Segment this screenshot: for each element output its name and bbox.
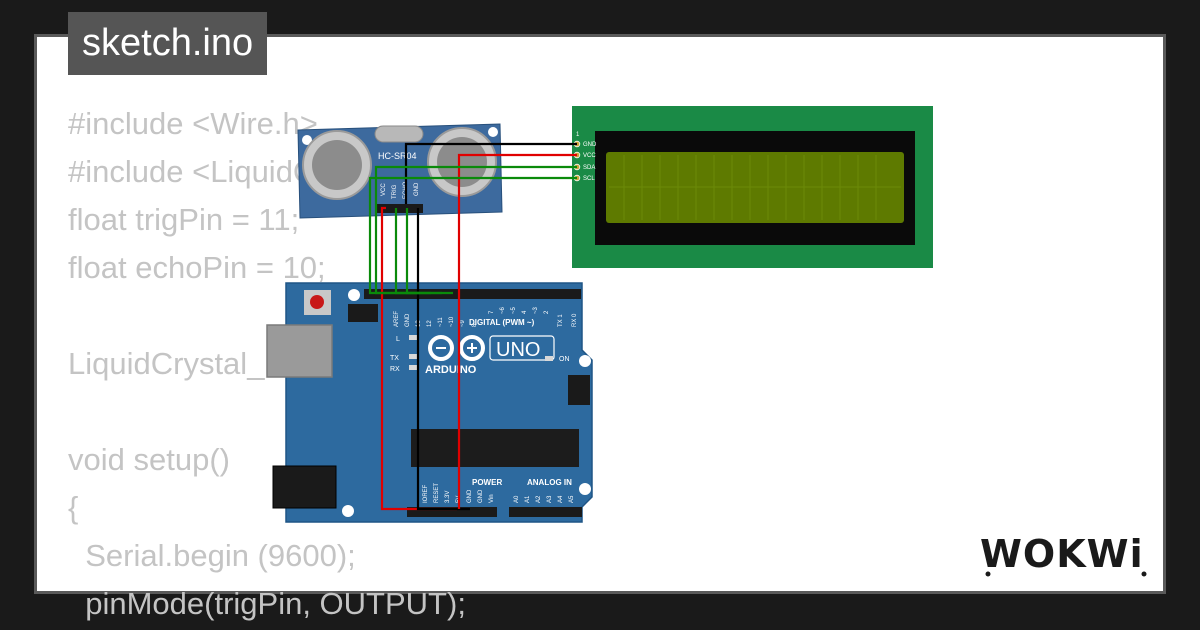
digital-pin-label: 12 <box>427 320 433 327</box>
uno-badge <box>489 335 555 361</box>
wokwi-logo-dot <box>985 571 991 577</box>
power-header[interactable] <box>407 507 497 517</box>
analog-pin-label: A0 <box>514 495 520 503</box>
power-header-label: POWER <box>472 478 502 487</box>
sensor-crystal <box>374 125 424 143</box>
ultrasonic-sensor[interactable]: HC-SR04 VCC TRIG ECHO GND <box>297 123 503 219</box>
lcd-char-grid <box>609 155 901 220</box>
sensor-transducer-right-mesh <box>437 137 487 187</box>
digital-pin-label: ~5 <box>511 306 517 314</box>
power-jack[interactable] <box>272 465 337 509</box>
infinity-logo-icon <box>428 335 485 361</box>
arduino-mounting-hole <box>342 505 354 517</box>
wokwi-logo-text: WOKWi <box>980 532 1144 576</box>
sensor-model-label: HC-SR04 <box>378 151 417 161</box>
sensor-pin-vcc-label: VCC <box>381 183 387 196</box>
icsp-header-right <box>568 375 590 405</box>
icsp-header <box>348 304 378 322</box>
atmega-chip <box>411 429 579 467</box>
power-pin-label: IOREF <box>423 484 429 503</box>
wires <box>368 142 577 511</box>
digital-header-label: DIGITAL (PWM ~) <box>469 318 535 327</box>
lcd-pin-scl-label: SCL <box>583 176 595 182</box>
on-led <box>545 356 553 361</box>
analog-header[interactable] <box>509 507 582 517</box>
sensor-pin-trig-label: TRIG <box>392 184 398 199</box>
lcd-pin-sda-label: SDA <box>583 165 595 171</box>
digital-pin-label: RX 0 <box>572 313 578 327</box>
code-line: #include <Wire.h> <box>68 106 318 141</box>
sensor-pin-gnd-label: GND <box>414 182 420 196</box>
analog-pin-label: A4 <box>558 495 564 503</box>
analog-pin-label: A2 <box>536 495 542 503</box>
digital-pin-label: 4 <box>522 310 528 314</box>
digital-pin-label: 7 <box>489 310 495 314</box>
arduino-mounting-hole <box>348 289 360 301</box>
power-pin-label: GND <box>478 489 484 503</box>
rx-led-label: RX <box>390 366 400 373</box>
code-preview: #include <Wire.h> #include <LiquidCrysta… <box>68 100 668 621</box>
arduino-mounting-hole <box>579 355 591 367</box>
analog-pin-label: A5 <box>569 495 575 503</box>
arduino-model-label: UNO <box>496 339 540 361</box>
digital-pin-label: ~6 <box>500 306 506 314</box>
file-tab[interactable]: sketch.ino <box>68 12 268 75</box>
tx-led-label: TX <box>390 355 399 362</box>
on-led-label: ON <box>559 356 570 363</box>
rx-led <box>409 365 417 370</box>
wire-lcd-gnd[interactable] <box>404 142 577 204</box>
sensor-pin-header[interactable] <box>377 204 423 213</box>
sensor-mounting-hole <box>302 135 312 145</box>
digital-pin-label: ~3 <box>533 306 539 314</box>
digital-pin-label: 8 <box>472 323 478 327</box>
code-line: Serial.begin (9600); <box>68 538 356 573</box>
analog-header-label: ANALOG IN <box>527 478 572 487</box>
wokwi-logo: WOKWi <box>980 532 1147 577</box>
wire-lcd-vcc[interactable] <box>457 153 577 509</box>
l-led <box>409 335 417 340</box>
digital-header[interactable] <box>364 289 581 299</box>
code-line: { <box>68 490 79 525</box>
digital-pin-label: GND <box>405 313 411 327</box>
wokwi-logo-dot <box>1141 571 1147 577</box>
usb-port[interactable] <box>266 324 333 378</box>
lcd-pin-header-label: 1 <box>576 132 580 138</box>
digital-pin-label: ~9 <box>460 319 466 327</box>
wire-gnd-sensor-to-gnd[interactable] <box>416 208 470 511</box>
digital-pin-label: 2 <box>544 310 550 314</box>
analog-pin-label: A3 <box>547 495 553 503</box>
power-pin-label: Vin <box>489 494 495 503</box>
digital-pin-label: ~10 <box>449 316 455 327</box>
reset-button[interactable] <box>310 295 324 309</box>
tx-led <box>409 354 417 359</box>
arduino-uno[interactable]: UNO ARDUINO DIGITAL (PWM ~) ON L TX RX P… <box>266 282 593 523</box>
code-line: float echoPin = 10; <box>68 250 326 285</box>
arduino-brand-label: ARDUINO <box>425 364 477 376</box>
sensor-transducer-left-mesh <box>312 140 362 190</box>
code-line: void setup() <box>68 442 230 477</box>
sensor-mounting-hole <box>488 127 498 137</box>
digital-pin-label: ~11 <box>438 317 444 327</box>
power-pin-label: GND <box>467 489 473 503</box>
lcd-pin-gnd-label: GND <box>583 142 597 148</box>
arduino-mounting-hole <box>579 483 591 495</box>
analog-pin-labels: A0 A1 A2 A3 A4 A5 <box>514 495 575 503</box>
digital-pin-label: TX 1 <box>558 314 564 327</box>
analog-pin-label: A1 <box>525 495 531 503</box>
lcd-module[interactable]: 1 GND VCC SDA SCL <box>572 106 933 268</box>
power-pin-label: 3.3V <box>445 491 451 503</box>
power-pin-label: RESET <box>434 483 440 503</box>
l-led-label: L <box>396 336 400 343</box>
wire-lcd-scl[interactable] <box>368 176 577 295</box>
infinity-logo-symbols <box>436 343 477 353</box>
digital-pin-label: AREF <box>394 311 400 327</box>
code-line: float trigPin = 11; <box>68 202 300 237</box>
lcd-pin-vcc-label: VCC <box>583 153 596 159</box>
code-line: pinMode(trigPin, OUTPUT); <box>68 586 466 621</box>
